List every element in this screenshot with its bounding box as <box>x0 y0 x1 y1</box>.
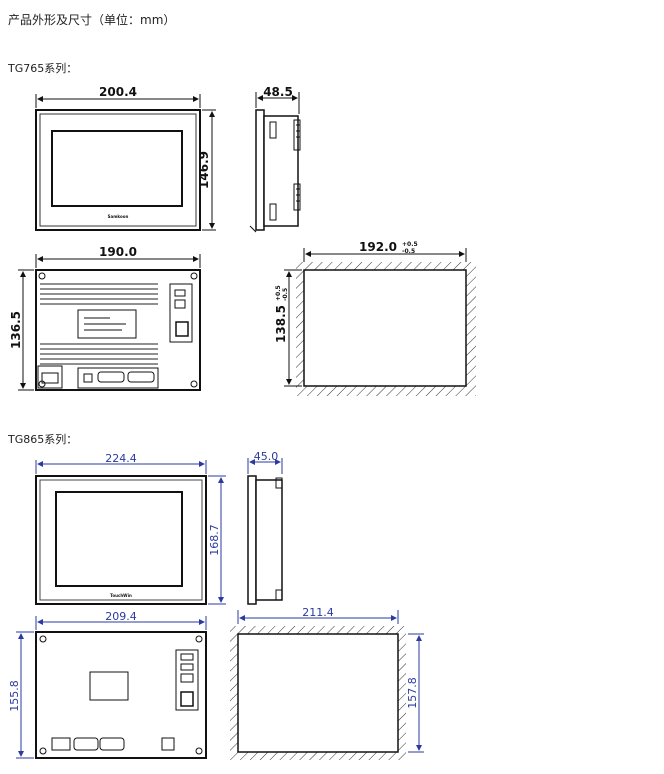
tg765-front-width-dim: 200.4 <box>35 85 201 108</box>
tg765-rear-width-label: 190.0 <box>99 245 137 259</box>
tg765-cutout-height-tol-upper: +0.5 <box>275 285 282 301</box>
tg865-cutout-height-label: 157.8 <box>406 677 419 709</box>
tg865-rear-view <box>35 631 207 759</box>
tg865-cutout-width-dim: 211.4 <box>237 606 399 624</box>
tg765-side-depth-label: 48.5 <box>263 85 293 99</box>
tg765-cutout-height-tol-lower: -0.5 <box>282 288 289 301</box>
tg865-front-height-dim: 168.7 <box>208 475 226 605</box>
tg865-side-depth-dim: 45.0 <box>247 450 283 474</box>
tg765-cutout-height-label: 138.5 <box>274 305 288 343</box>
tg765-front-view: Samkoon <box>35 109 201 231</box>
tg765-rear-view <box>35 269 201 391</box>
section-label-tg765: TG765系列： <box>8 62 78 75</box>
section-label-tg865: TG865系列： <box>8 433 78 446</box>
tg765-rear-height-label: 136.5 <box>9 311 23 349</box>
tg865-front-logo: TouchWin <box>110 593 132 598</box>
tg865-cutout-height-dim: 157.8 <box>406 633 424 753</box>
tg765-front-height-label: 146.9 <box>197 151 211 189</box>
tg765-front-logo: Samkoon <box>108 214 129 219</box>
tg765-front-height-dim: 146.9 <box>197 109 216 231</box>
tg865-front-view: TouchWin <box>35 475 207 605</box>
tg765-rear-height-dim: 136.5 <box>9 269 34 391</box>
tg865-side-depth-label: 45.0 <box>254 450 279 463</box>
tg765-cutout-width-label: 192.0 <box>359 240 397 254</box>
tg865-side-view <box>247 475 283 605</box>
tg865-rear-width-dim: 209.4 <box>35 610 207 630</box>
tg765-cutout-width-tol-upper: +0.5 <box>402 241 418 248</box>
tg765-cutout-height-dim: 138.5 +0.5 -0.5 <box>274 269 302 387</box>
tg865-front-width-label: 224.4 <box>105 452 137 465</box>
tg865-front-height-label: 168.7 <box>208 524 221 556</box>
tg765-side-view <box>249 109 301 233</box>
page-title: 产品外形及尺寸（单位：mm） <box>8 13 176 27</box>
tg865-rear-width-label: 209.4 <box>105 610 137 623</box>
tg865-cutout-width-label: 211.4 <box>302 606 334 619</box>
tg865-panel-cutout <box>230 626 406 760</box>
tg765-cutout-width-dim: 192.0 +0.5 -0.5 <box>303 240 467 262</box>
tg865-rear-height-dim: 155.8 <box>8 631 34 759</box>
tg765-side-depth-dim: 48.5 <box>255 85 300 114</box>
tg765-cutout-width-tol-lower: -0.5 <box>402 248 415 255</box>
tg865-front-width-dim: 224.4 <box>35 452 207 474</box>
tg865-rear-height-label: 155.8 <box>8 680 21 712</box>
tg765-front-width-label: 200.4 <box>99 85 137 99</box>
tg765-panel-cutout <box>296 262 476 396</box>
tg765-rear-width-dim: 190.0 <box>35 245 201 268</box>
